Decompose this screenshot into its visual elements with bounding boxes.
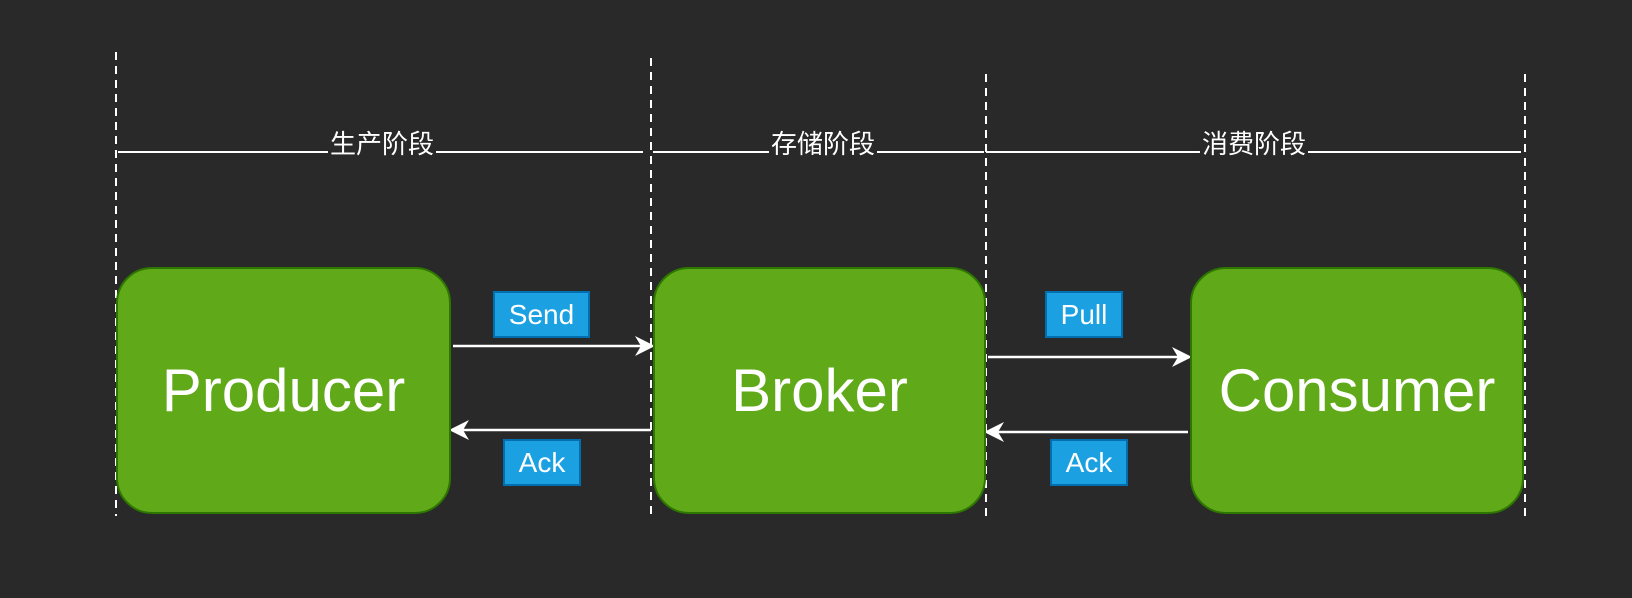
ack-label-producer: Ack [503, 439, 581, 486]
broker-node: Broker [653, 267, 986, 514]
stage-label-production: 生产阶段 [327, 128, 437, 162]
pull-label: Pull [1045, 291, 1123, 338]
stage-label-consumption: 消费阶段 [1199, 128, 1309, 162]
send-label: Send [493, 291, 590, 338]
producer-node: Producer [116, 267, 451, 514]
consumer-node: Consumer [1190, 267, 1524, 514]
ack-label-consumer: Ack [1050, 439, 1128, 486]
stage-label-storage: 存储阶段 [768, 128, 878, 162]
